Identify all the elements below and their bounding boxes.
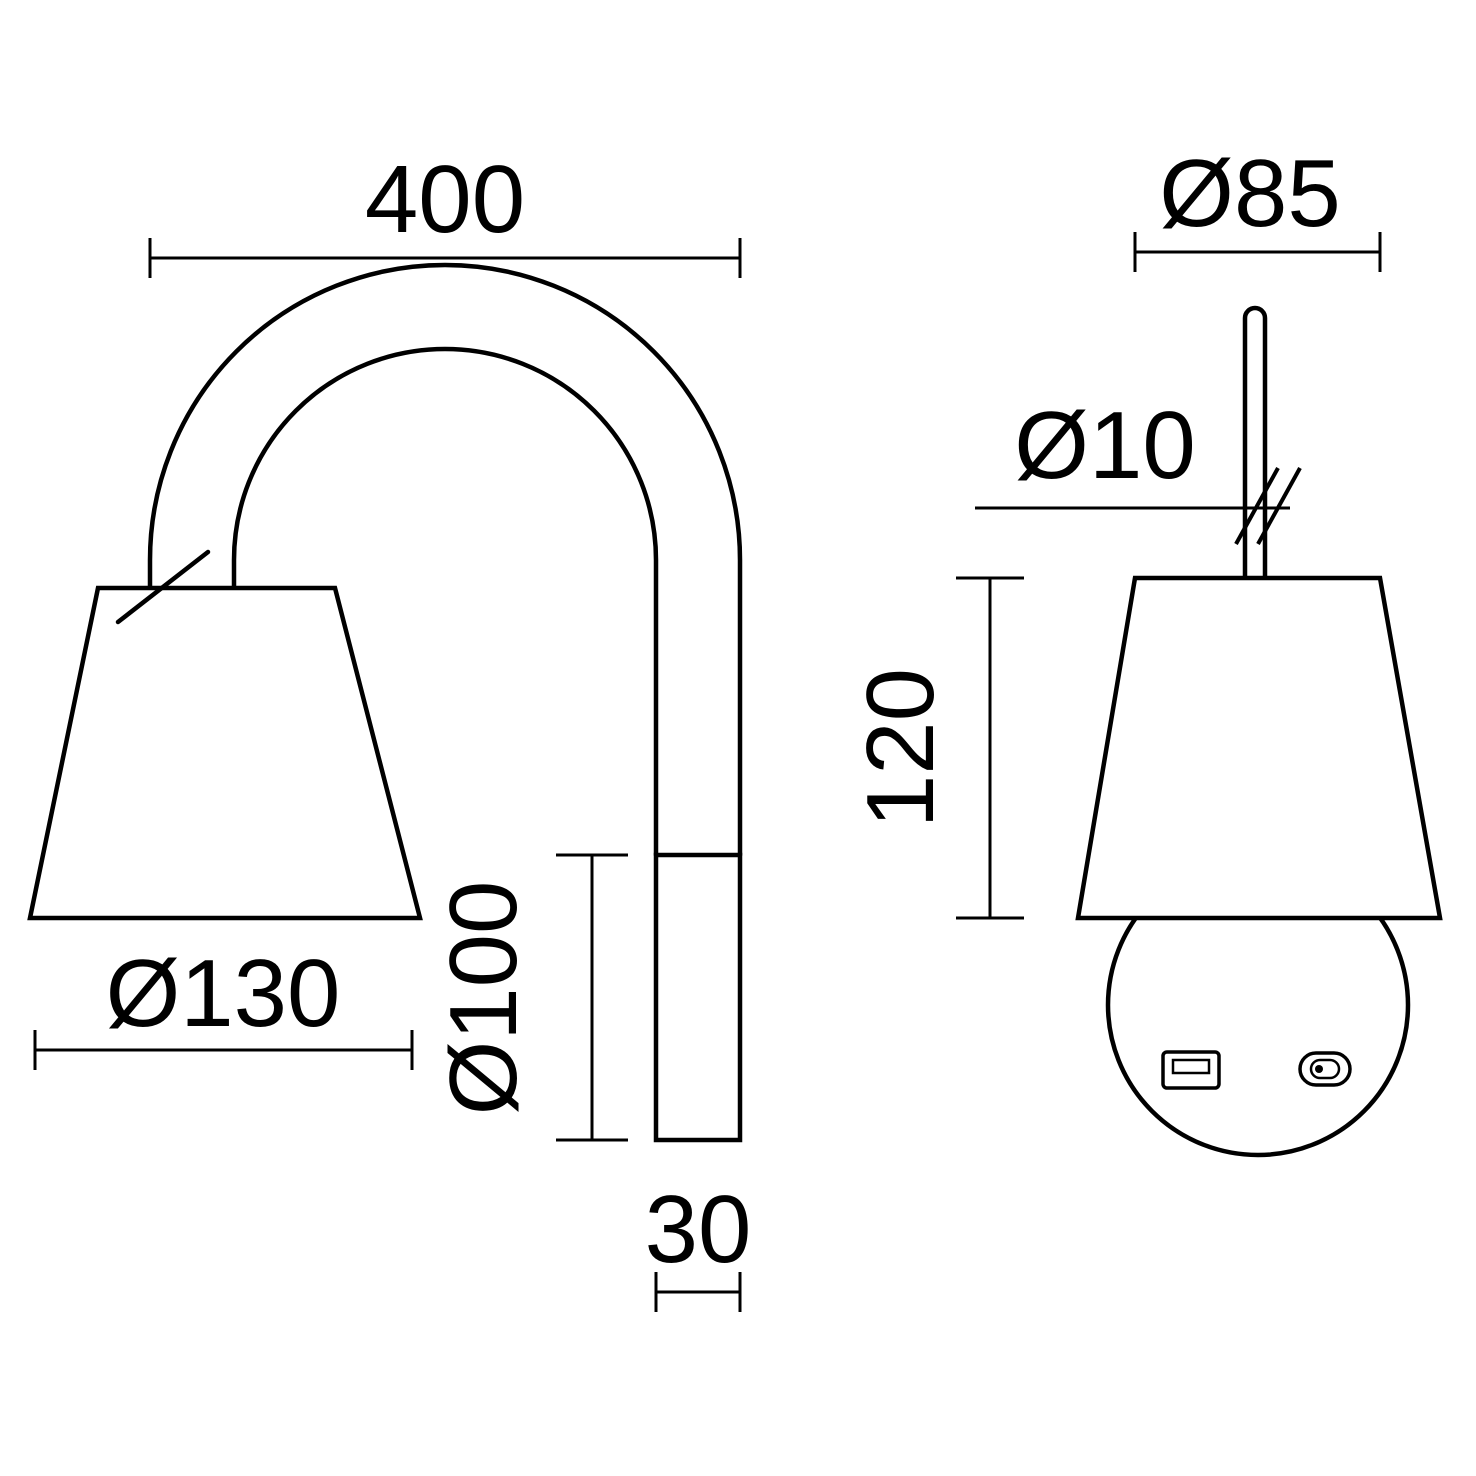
dim-label-mount-width: 30 (645, 1176, 752, 1283)
usb-port-icon (1161, 1050, 1221, 1090)
stem-rod (1242, 305, 1268, 581)
tube-break-mark (115, 549, 211, 625)
dim-label-mount-length: Ø100 (430, 881, 537, 1116)
dim-label-shade-diameter: Ø130 (106, 940, 341, 1047)
dim-label-arm-span: 400 (365, 146, 525, 253)
dim-label-shade-top-diameter: Ø85 (1159, 140, 1340, 247)
dim-label-stem-diameter: Ø10 (1014, 392, 1195, 499)
front-view-dimensions (33, 238, 742, 1312)
dim-label-shade-height: 120 (847, 668, 954, 828)
gooseneck-inner-line (231, 346, 659, 858)
leader-slash (1256, 467, 1302, 545)
gooseneck-outer-line (147, 262, 743, 858)
lampshade-side (1075, 575, 1443, 921)
side-view (1075, 305, 1443, 1158)
leader-slash (1234, 467, 1280, 545)
lampshade-front (27, 585, 423, 921)
power-switch-icon (1298, 1051, 1352, 1087)
front-view (27, 262, 743, 1143)
side-view-dimensions (956, 232, 1382, 920)
wall-mount-cylinder (653, 852, 743, 1143)
